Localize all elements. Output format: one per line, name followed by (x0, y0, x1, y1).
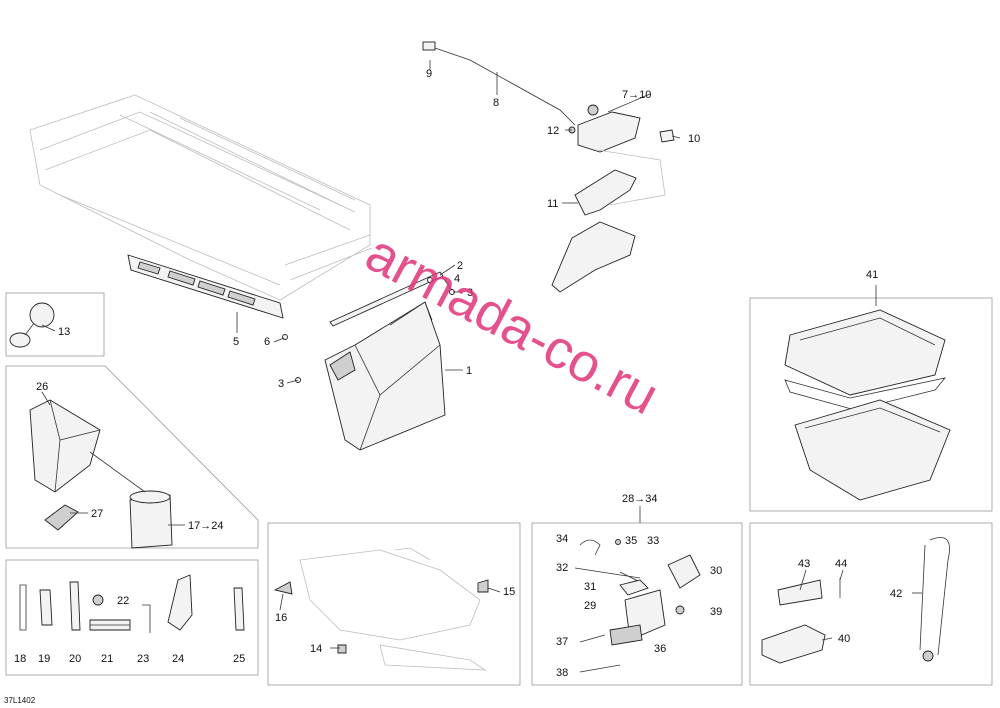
callout-30: 30 (710, 565, 722, 577)
callout-labels: 1 2 4 3 3 5 6 9 8 7→10 12 10 11 13 26 27… (14, 68, 902, 679)
callout-14: 14 (310, 643, 322, 655)
callout-37: 37 (556, 636, 568, 648)
callout-3-lower: 3 (278, 378, 284, 390)
side-rail-part (127, 254, 284, 319)
callout-43: 43 (798, 558, 810, 570)
callout-15: 15 (503, 586, 515, 598)
hitch-kit-panel (531, 522, 743, 686)
callout-27: 27 (91, 508, 103, 520)
callout-9: 9 (426, 68, 432, 80)
callout-6: 6 (264, 336, 270, 348)
callout-26: 26 (36, 381, 48, 393)
callout-5: 5 (233, 336, 239, 348)
callout-31: 31 (584, 581, 596, 593)
snowmobile-panel (267, 522, 521, 686)
taillight-assembly (422, 41, 675, 293)
callout-3-upper: 3 (467, 287, 473, 299)
callout-44: 44 (835, 558, 847, 570)
callout-32: 32 (556, 562, 568, 574)
tool-panel (5, 559, 259, 676)
leader-lines (41, 60, 922, 649)
callout-33: 33 (647, 535, 659, 547)
drawing-code: 37L1402 (4, 696, 36, 705)
callout-16: 16 (275, 612, 287, 624)
callout-29: 29 (584, 600, 596, 612)
callout-21: 21 (101, 653, 113, 665)
callout-40: 40 (838, 633, 850, 645)
callout-36: 36 (654, 643, 666, 655)
callout-42: 42 (890, 588, 902, 600)
callout-12: 12 (547, 125, 559, 137)
callout-38: 38 (556, 667, 568, 679)
callout-4: 4 (454, 273, 460, 285)
callout-1: 1 (466, 365, 472, 377)
callout-8: 8 (493, 97, 499, 109)
panel-13 (5, 292, 105, 357)
cargo-box-panel (749, 297, 993, 512)
callout-13: 13 (58, 326, 70, 338)
callout-23: 23 (137, 653, 149, 665)
callout-17-24: 17→24 (188, 520, 223, 532)
callout-2: 2 (457, 260, 463, 272)
callout-19: 19 (38, 653, 50, 665)
callout-28-34: 28→34 (622, 493, 657, 505)
rear-storage-bag (324, 301, 446, 451)
callout-34: 34 (556, 533, 568, 545)
callout-22: 22 (117, 595, 129, 607)
callout-7-10: 7→10 (622, 89, 651, 101)
callout-10: 10 (688, 133, 700, 145)
accessory-panel (749, 522, 993, 686)
tunnel-ghost-drawing (29, 94, 373, 301)
callout-39: 39 (710, 606, 722, 618)
callout-11: 11 (547, 198, 558, 210)
callout-35: 35 (625, 535, 637, 547)
panel-26-27 (5, 365, 259, 549)
callout-25: 25 (233, 653, 245, 665)
callout-18: 18 (14, 653, 26, 665)
callout-41: 41 (866, 269, 878, 281)
callout-24: 24 (172, 653, 184, 665)
callout-20: 20 (69, 653, 81, 665)
